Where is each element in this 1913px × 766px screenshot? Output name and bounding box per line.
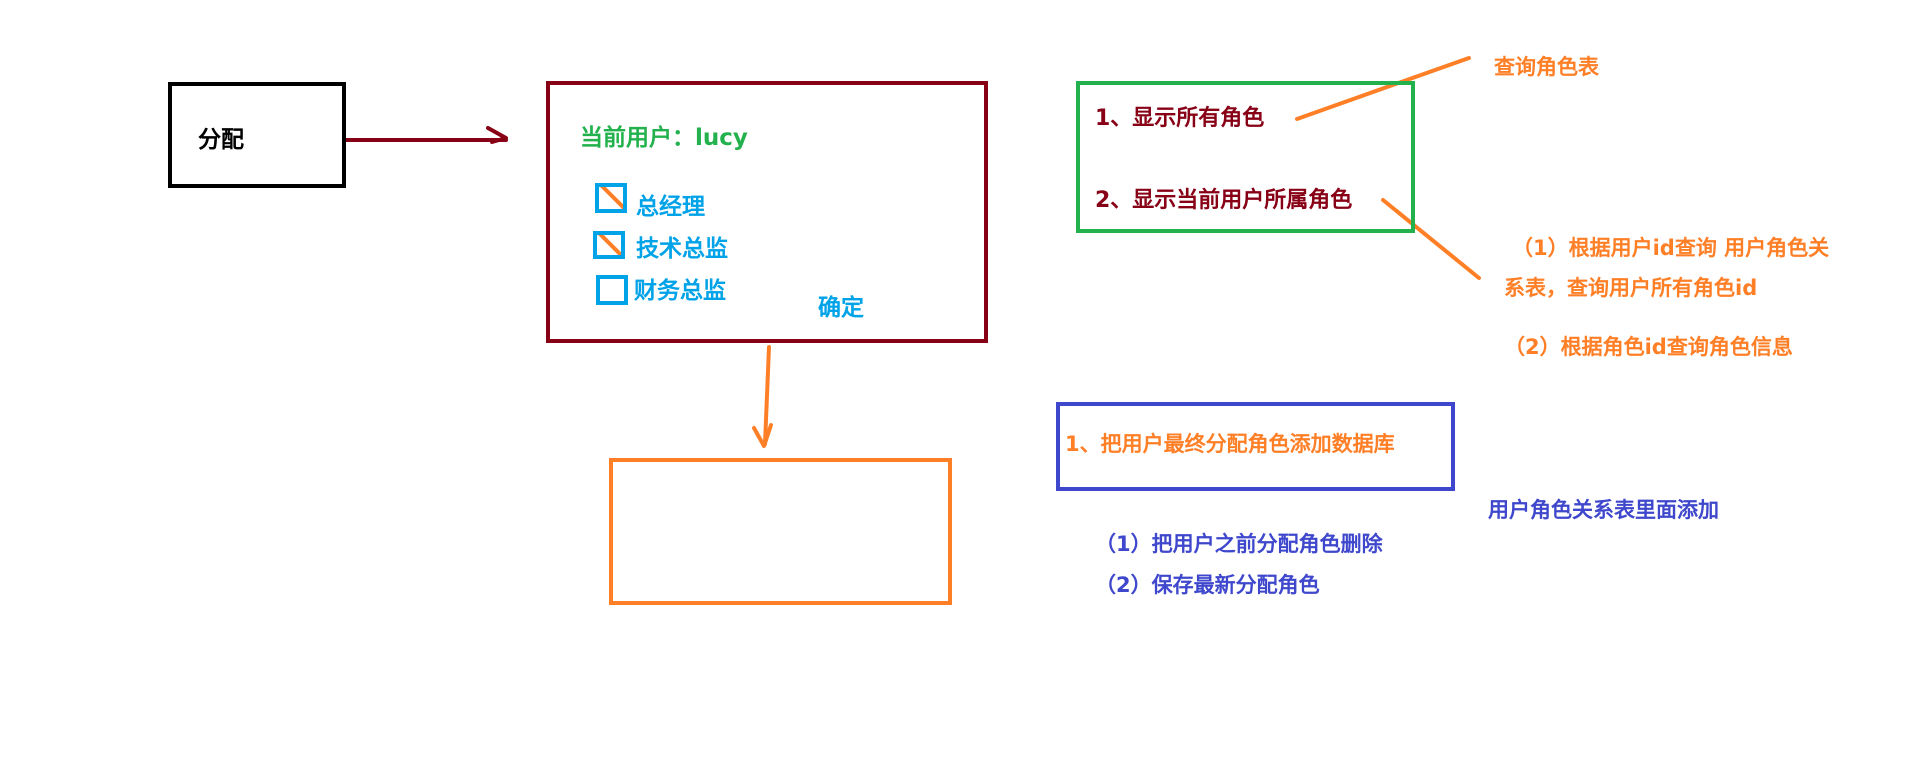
note-query-user-role-line1: （1）根据用户id查询 用户角色关	[1512, 236, 1830, 260]
query-step-show-all-roles: 1、显示所有角色	[1095, 106, 1265, 131]
query-role-table-pointer	[1295, 56, 1471, 121]
query-step-show-user-roles: 2、显示当前用户所属角色	[1095, 188, 1353, 213]
confirm-button[interactable]: 确定	[818, 295, 864, 321]
role-checkbox-manager[interactable]	[595, 183, 627, 213]
role-checkbox-finance-director[interactable]	[596, 275, 628, 305]
checked-mark-icon	[599, 187, 623, 209]
save-sub-delete-old: （1）把用户之前分配角色删除	[1095, 532, 1383, 556]
note-user-role-table: 用户角色关系表里面添加	[1488, 498, 1719, 522]
save-step-add-to-db: 1、把用户最终分配角色添加数据库	[1065, 432, 1395, 456]
note-query-user-role-line2: 系表，查询用户所有角色id	[1504, 276, 1758, 300]
assign-button[interactable]	[168, 82, 346, 188]
assign-role-dialog	[546, 81, 988, 343]
save-steps-box	[1056, 402, 1455, 491]
role-label-finance-director: 财务总监	[634, 278, 726, 304]
result-box	[609, 458, 952, 605]
dialog-to-result-arrow	[752, 345, 773, 448]
assign-label: 分配	[198, 127, 244, 153]
assign-to-dialog-arrow	[344, 126, 508, 144]
role-label-manager: 总经理	[636, 194, 705, 220]
save-sub-save-new: （2）保存最新分配角色	[1095, 573, 1320, 597]
note-query-role-info: （2）根据角色id查询角色信息	[1504, 335, 1793, 359]
role-label-tech-director: 技术总监	[636, 236, 728, 262]
checked-mark-icon	[597, 235, 621, 255]
query-steps-box	[1076, 81, 1415, 233]
user-role-pointer	[1381, 198, 1481, 280]
current-user-label: 当前用户：lucy	[580, 125, 748, 151]
note-query-role-table: 查询角色表	[1494, 55, 1599, 79]
role-checkbox-tech-director[interactable]	[593, 231, 625, 259]
